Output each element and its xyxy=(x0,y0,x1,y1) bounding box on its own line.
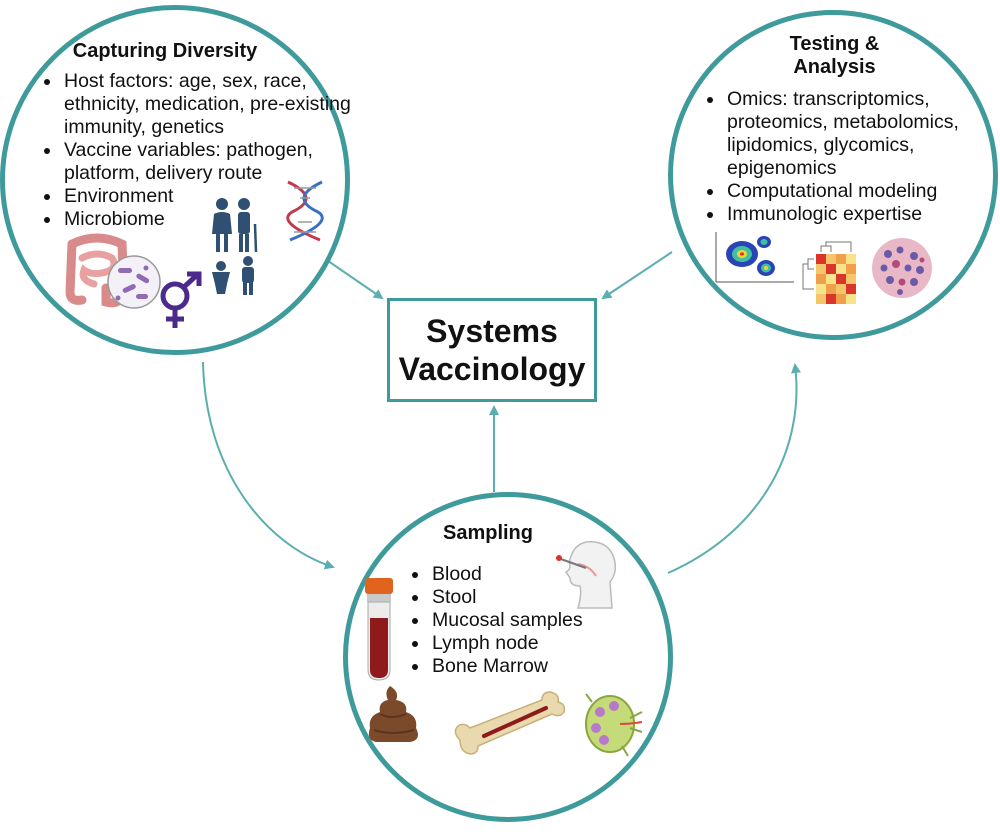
arrow-analysis-to-center xyxy=(601,251,673,300)
microbe-icon xyxy=(107,255,161,309)
sampling-circle xyxy=(343,492,673,822)
center-title-line-1: Systems xyxy=(426,313,558,349)
bone-icon xyxy=(454,691,566,755)
list-item: Computational modeling xyxy=(725,180,1000,203)
blood-tube-icon xyxy=(365,578,393,681)
elderly-couple-icon xyxy=(212,198,258,253)
center-title: Systems Vaccinology xyxy=(399,312,586,388)
tissue-image-icon xyxy=(872,238,932,298)
testing-analysis-list: Omics: transcriptomics, proteomics, meta… xyxy=(703,88,1000,226)
dna-icon xyxy=(286,180,324,242)
gender-symbol-icon xyxy=(160,271,202,328)
list-item: Bone Marrow xyxy=(430,655,650,678)
list-item: Vaccine variables: pathogen, platform, d… xyxy=(62,139,362,185)
heatmap-icon xyxy=(802,241,856,304)
capturing-diversity-title: Capturing Diversity xyxy=(72,40,258,62)
sampling-title: Sampling xyxy=(442,522,533,544)
list-item: Lymph node xyxy=(430,632,650,655)
systems-vaccinology-box: Systems Vaccinology xyxy=(387,298,597,402)
list-item: Host factors: age, sex, race, ethnicity,… xyxy=(62,70,362,139)
flow-cytometry-plot-icon xyxy=(715,232,794,283)
nasal-swab-icon xyxy=(556,541,617,609)
family-icon xyxy=(212,256,254,295)
capturing-diversity-list: Host factors: age, sex, race, ethnicity,… xyxy=(40,70,362,231)
arrow-sampling-to-analysis xyxy=(667,363,801,574)
list-item: Omics: transcriptomics, proteomics, meta… xyxy=(725,88,1000,180)
list-item: Microbiome xyxy=(62,208,362,231)
list-item: Stool xyxy=(430,586,650,609)
list-item: Mucosal samples xyxy=(430,609,650,632)
list-item: Immunologic expertise xyxy=(725,203,1000,226)
testing-analysis-title: Testing & Analysis xyxy=(742,33,927,79)
testing-analysis-title-line-1: Testing & xyxy=(789,33,880,55)
arrow-diversity-to-sampling xyxy=(202,361,335,570)
stool-icon xyxy=(368,686,418,742)
testing-analysis-title-line-2: Analysis xyxy=(793,56,876,78)
sampling-list: Blood Stool Mucosal samples Lymph node B… xyxy=(408,563,650,678)
center-title-line-2: Vaccinology xyxy=(398,351,586,387)
list-item: Environment xyxy=(62,185,362,208)
capturing-diversity-circle xyxy=(0,5,350,355)
list-item: Blood xyxy=(430,563,650,586)
lymph-node-icon xyxy=(585,693,643,757)
